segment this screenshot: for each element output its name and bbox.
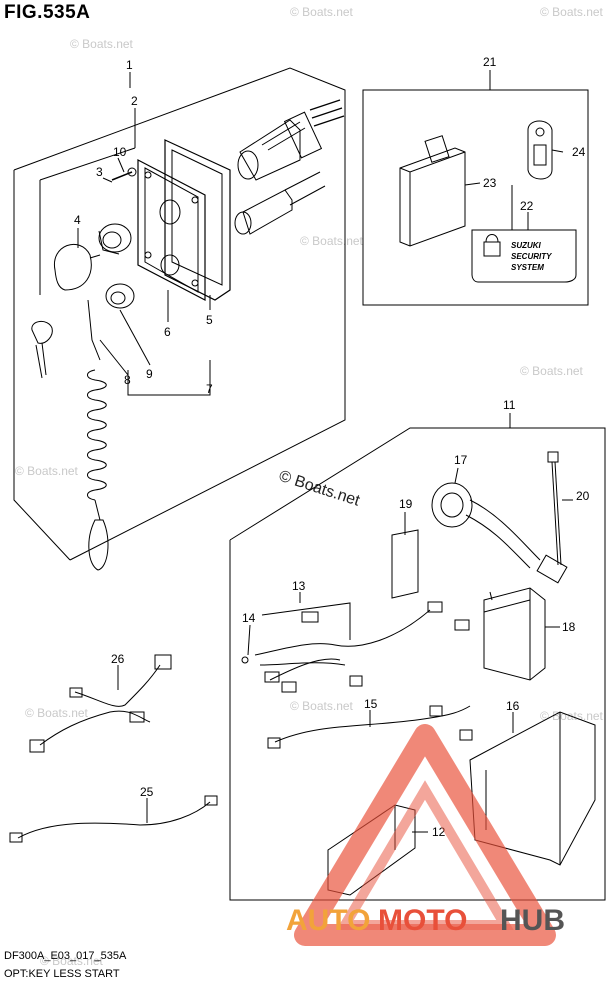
watermark-text: © Boats.net (290, 699, 354, 713)
figure-description: OPT:KEY LESS START (4, 968, 120, 980)
callout-8: 8 (124, 373, 131, 387)
callout-22: 22 (520, 199, 534, 213)
callout-25: 25 (140, 785, 154, 799)
figure-code: DF300A_E03_017_535A (4, 950, 127, 962)
brand-part-hub: HUB (500, 904, 565, 937)
callout-24: 24 (572, 145, 586, 159)
key-switch-assembly (13, 67, 346, 571)
watermark-text: © Boats.net (70, 37, 134, 51)
callout-1: 1 (126, 58, 133, 72)
brand-part-auto: AUTO (286, 904, 370, 937)
leader-lines (77, 70, 573, 833)
watermark-text: © Boats.net (25, 706, 89, 720)
security-system-group (362, 89, 589, 306)
callout-14: 14 (242, 611, 256, 625)
callout-7: 7 (206, 382, 213, 396)
callout-13: 13 (292, 579, 306, 593)
triangle-mark (294, 724, 556, 946)
brand-watermark (294, 724, 556, 946)
callout-9: 9 (146, 367, 153, 381)
callout-11: 11 (503, 398, 516, 412)
loose-harnesses (9, 654, 218, 843)
seal-line-3: SYSTEM (511, 263, 544, 272)
group-21-frame (362, 89, 589, 306)
callout-4: 4 (74, 213, 81, 227)
figure-title: FIG.535A (4, 2, 91, 23)
callout-10: 10 (113, 145, 127, 159)
callout-21: 21 (483, 55, 497, 69)
watermark-text: © Boats.net (540, 5, 604, 19)
callout-3: 3 (96, 165, 103, 179)
callout-18: 18 (562, 620, 576, 634)
callout-6: 6 (164, 325, 171, 339)
seal-line-1: SUZUKI (511, 241, 542, 250)
watermark-text: © Boats.net (15, 464, 79, 478)
callout-17: 17 (454, 453, 468, 467)
watermark-text: © Boats.net (520, 364, 584, 378)
watermark-center: © Boats.net (277, 468, 363, 510)
callout-16: 16 (506, 699, 520, 713)
callout-5: 5 (206, 313, 213, 327)
callout-15: 15 (364, 697, 378, 711)
callout-20: 20 (576, 489, 590, 503)
callout-26: 26 (111, 652, 125, 666)
callout-labels: 1 2 3 4 5 6 7 8 9 10 11 12 13 14 15 16 1… (74, 55, 590, 839)
brand-part-moto: MOTO (378, 904, 467, 937)
seal-line-2: SECURITY (511, 252, 552, 261)
watermark-text: © Boats.net (300, 234, 364, 248)
watermark-text: © Boats.net (40, 954, 104, 968)
callout-2: 2 (131, 94, 138, 108)
callout-19: 19 (399, 497, 413, 511)
harness-assembly (229, 427, 606, 901)
callout-23: 23 (483, 176, 497, 190)
watermark-text: © Boats.net (290, 5, 354, 19)
